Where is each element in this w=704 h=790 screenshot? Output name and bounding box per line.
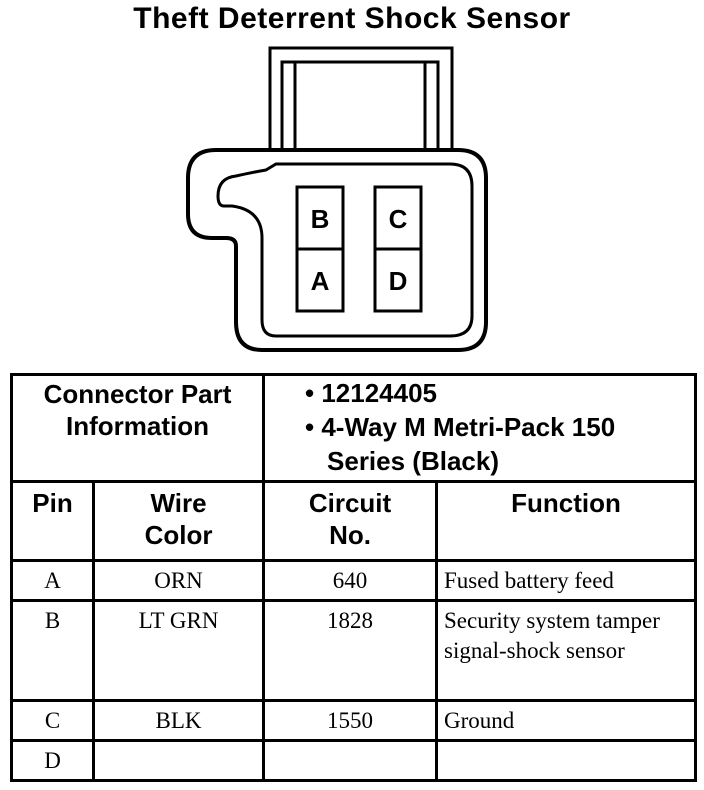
part-info-row: Connector Part Information • 12124405 • … [9, 373, 698, 483]
header-function: Function [435, 480, 698, 562]
pin-label-d: D [389, 266, 408, 296]
part-number: • 12124405 [305, 378, 438, 408]
table-row: C BLK 1550 Ground [10, 699, 698, 742]
part-info-details: • 12124405 • 4-Way M Metri-Pack 150 Seri… [262, 373, 698, 483]
header-wire-color: Wire Color [91, 480, 266, 562]
pin-cavity-d [373, 247, 423, 313]
table-header-row: Pin Wire Color Circuit No. Function [10, 480, 698, 562]
connector-info-table: Connector Part Information • 12124405 • … [9, 373, 698, 782]
part-info-label: Connector Part Information [9, 373, 266, 483]
header-pin: Pin [10, 480, 95, 562]
part-description-line1: • 4-Way M Metri-Pack 150 [305, 412, 616, 442]
header-circuit: Circuit No. [262, 480, 439, 562]
cell-pin: C [10, 699, 95, 742]
cell-circuit [262, 739, 439, 782]
cell-function: Ground [435, 699, 698, 742]
cell-function: Security system tamper signal-shock sens… [435, 599, 698, 702]
diagram-title: Theft Deterrent Shock Sensor [133, 2, 571, 35]
part-description-line2: Series (Black) [327, 446, 499, 476]
cell-wire-color: ORN [91, 559, 266, 602]
pin-label-a: A [311, 266, 330, 296]
cell-wire-color: BLK [91, 699, 266, 742]
cell-wire-color [91, 739, 266, 782]
connector-drawing: B C A D [186, 46, 488, 352]
pin-cavity-a [295, 247, 345, 313]
table-row: B LT GRN 1828 Security system tamper sig… [10, 599, 698, 702]
cell-circuit: 640 [262, 559, 439, 602]
cell-circuit: 1828 [262, 599, 439, 702]
cell-pin: B [10, 599, 95, 702]
pin-label-c: C [389, 204, 408, 234]
pin-label-b: B [311, 204, 330, 234]
cell-pin: D [10, 739, 95, 782]
connector-latch [268, 46, 454, 152]
cell-function: Fused battery feed [435, 559, 698, 602]
cell-function [435, 739, 698, 782]
table-row: A ORN 640 Fused battery feed [10, 559, 698, 602]
cell-circuit: 1550 [262, 699, 439, 742]
cell-pin: A [10, 559, 95, 602]
cell-wire-color: LT GRN [91, 599, 266, 702]
table-row: D [10, 739, 698, 782]
